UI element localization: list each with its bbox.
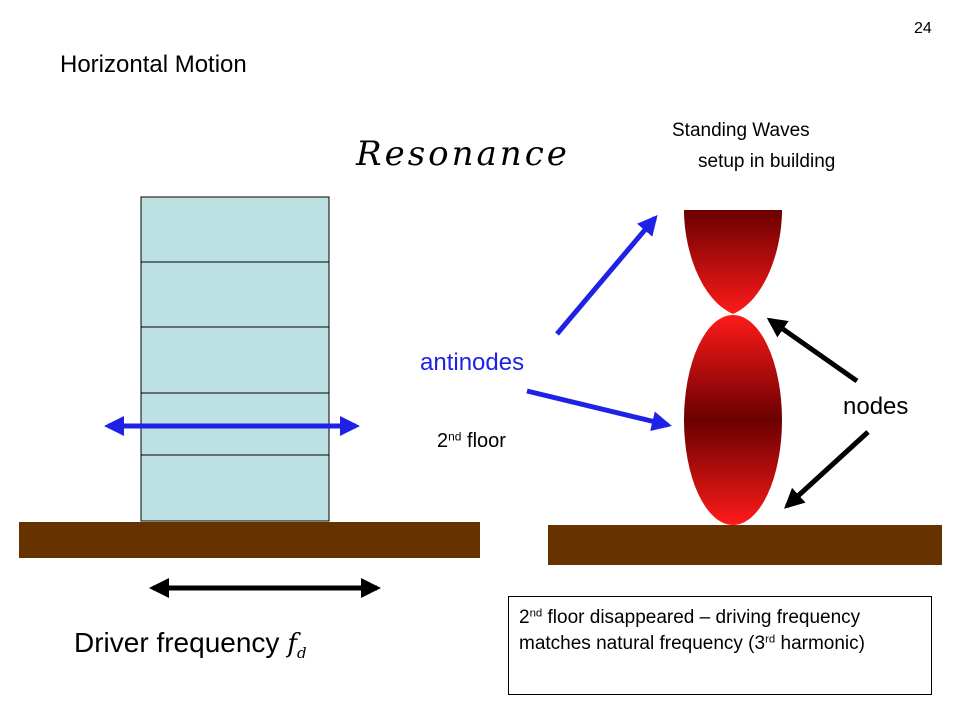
explanation-box: 2nd floor disappeared – driving frequenc…	[508, 596, 932, 695]
slide-subtitle: Horizontal Motion	[60, 51, 247, 78]
antinodes-label: antinodes	[420, 349, 525, 376]
right-ground	[548, 525, 942, 565]
driver-text: Driver frequency	[74, 627, 280, 658]
antinode-arrow-upper	[555, 214, 658, 336]
building-floor-5	[140, 196, 330, 263]
note-sup-1: nd	[529, 607, 543, 620]
nodes-label: nodes	[843, 393, 909, 420]
antinode-arrow-lower	[526, 388, 672, 431]
building-floor-1	[140, 454, 330, 522]
note-text-1: floor disappeared – driving frequency ma…	[519, 607, 861, 654]
second-floor-label: 2nd floor	[437, 430, 506, 453]
note-sup-2: rd	[765, 633, 776, 646]
note-text-2: harmonic)	[775, 633, 865, 654]
wave-lobe-top	[684, 210, 782, 314]
node-arrow-lower	[784, 430, 870, 509]
building-floor-3	[140, 326, 330, 394]
note-num: 2	[519, 607, 530, 628]
driver-subscript: d	[297, 644, 307, 662]
building-floor-4	[140, 261, 330, 328]
slide-title: Resonance	[356, 134, 570, 174]
floor-word: floor	[467, 430, 506, 452]
left-ground	[19, 522, 480, 558]
driver-symbol: f	[287, 629, 298, 659]
floor-number: 2	[437, 430, 449, 452]
standing-waves-line-2: setup in building	[698, 151, 836, 172]
floor-suffix: nd	[448, 429, 462, 444]
slide-number: 24	[914, 20, 932, 37]
wave-lobe-bottom	[684, 315, 782, 525]
node-arrow-upper	[766, 317, 859, 384]
standing-waves-line-1: Standing Waves	[672, 120, 810, 141]
building	[140, 196, 330, 522]
